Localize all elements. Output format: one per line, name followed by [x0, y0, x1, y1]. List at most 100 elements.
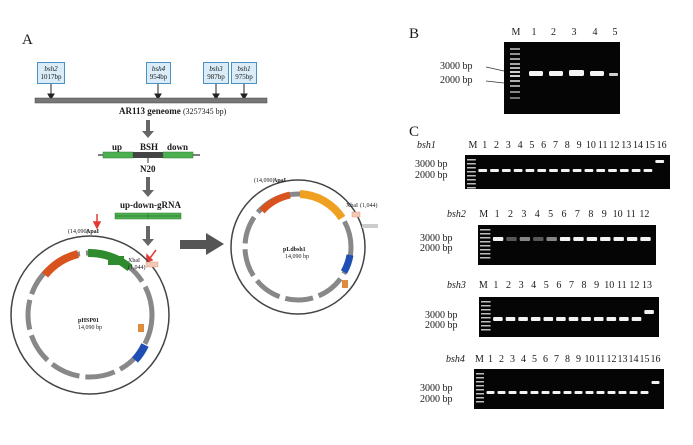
- lane-label: 2: [505, 280, 511, 291]
- construct-up-label: up: [112, 142, 123, 152]
- lane-label: 10: [604, 280, 615, 291]
- lane-label: 5: [543, 280, 549, 291]
- sample-band: [568, 317, 579, 321]
- construct-bsh-label: BSH: [140, 142, 159, 152]
- lane-label: 16: [650, 354, 661, 365]
- gel-c-title-bsh3: bsh3: [447, 280, 466, 291]
- lane-label: M: [478, 280, 488, 291]
- sample-band: [600, 237, 611, 241]
- sample-band: [549, 169, 558, 172]
- lane-label: 3: [518, 280, 524, 291]
- lane-label: 12: [609, 140, 620, 151]
- red-arrows: [92, 214, 157, 264]
- sample-band: [586, 237, 598, 241]
- lane-label: 1: [493, 280, 499, 291]
- sample-band: [493, 317, 503, 321]
- lane-label: 5: [548, 209, 554, 220]
- plasmid-right-name: pLdbsh1: [283, 247, 306, 253]
- lane-label: 14: [633, 140, 644, 151]
- gel-c-bsh1: [465, 155, 670, 189]
- ladder-band: [481, 317, 491, 319]
- lane-label: M: [468, 140, 478, 151]
- plasmid-right-site: ApaI: [273, 178, 287, 184]
- sample-band: [585, 391, 594, 394]
- ladder-band: [476, 381, 484, 383]
- lane-label: 1: [488, 354, 493, 365]
- plasmid-left-site2: XbaI: [128, 258, 140, 264]
- sample-band: [626, 237, 638, 241]
- marker-ladder: [476, 373, 484, 403]
- sample-band: [525, 169, 535, 172]
- construct-down-label: down: [167, 142, 189, 152]
- lane-label: 9: [594, 280, 600, 291]
- gel-c-title-bsh2: bsh2: [447, 209, 466, 220]
- sample-band: [563, 391, 572, 394]
- sample-band: [596, 391, 605, 394]
- lane-label: 5: [612, 27, 618, 38]
- lane-label: 9: [601, 209, 607, 220]
- gene-box-bsh2: bsh2 1017bp: [37, 62, 65, 84]
- marker-ladder: [480, 229, 491, 259]
- sample-band: [606, 317, 617, 321]
- gel-c-bsh1-marker-2000: 2000 bp: [415, 170, 448, 181]
- lane-label: 8: [581, 280, 587, 291]
- lane-label: 9: [576, 140, 582, 151]
- sample-band: [537, 169, 547, 172]
- lane-label: 4: [534, 209, 540, 220]
- lane-label: 11: [597, 140, 608, 151]
- sample-band: [518, 317, 528, 321]
- sample-band: [530, 391, 539, 394]
- lane-label: 11: [626, 209, 636, 220]
- flow-arrows: [142, 120, 154, 246]
- plasmid-right-site2: XbaI: [346, 203, 358, 209]
- sample-band: [629, 391, 638, 394]
- lane-label: 6: [541, 140, 547, 151]
- ladder-band: [476, 385, 484, 387]
- ladder-band: [481, 329, 491, 331]
- ladder-band: [467, 183, 476, 185]
- sample-band: [497, 391, 506, 394]
- sample-band: [640, 237, 651, 241]
- ladder-band: [467, 187, 476, 189]
- sample-band: [519, 391, 528, 394]
- sample-band: [574, 391, 583, 394]
- lane-label: 7: [568, 280, 574, 291]
- gene-box-bsh3: bsh3 987bp: [203, 62, 229, 84]
- lane-label: 11: [595, 354, 606, 365]
- plasmid-left-site: ApaI: [86, 229, 100, 235]
- plasmid-left-name: pHSP01: [78, 318, 100, 324]
- sample-band: [506, 237, 517, 241]
- ladder-band: [481, 321, 491, 323]
- lane-label: 9: [576, 354, 581, 365]
- panel-label-b: B: [409, 26, 420, 42]
- genome-name: AR113 geneome: [119, 106, 181, 116]
- gene-name: bsh4: [151, 65, 166, 73]
- sample-band: [596, 169, 606, 172]
- ladder-band: [481, 305, 491, 307]
- panel-a-diagram: [10, 84, 378, 395]
- gel-c-title-bsh4: bsh4: [446, 354, 465, 365]
- sample-band: [631, 169, 641, 172]
- lane-label: 2: [551, 27, 556, 38]
- lane-label: 15: [644, 140, 655, 151]
- lane-label: 15: [639, 354, 650, 365]
- plasmid-right: [230, 179, 378, 315]
- gel-b: [504, 42, 620, 114]
- lane-label: 4: [521, 354, 526, 365]
- ladder-band: [481, 301, 491, 303]
- sample-band: [552, 391, 561, 394]
- ladder-band: [480, 229, 491, 231]
- gel-b-marker-2000: 2000 bp: [440, 75, 473, 86]
- lane-label: 1: [494, 209, 500, 220]
- sample-band: [631, 317, 642, 321]
- lane-label: 1: [482, 140, 488, 151]
- sample-band: [593, 317, 604, 321]
- lane-label: 12: [606, 354, 617, 365]
- gene-size: 987bp: [207, 73, 225, 81]
- sample-band: [655, 160, 665, 163]
- lane-label: 11: [617, 280, 627, 291]
- sample-band: [492, 237, 504, 241]
- plasmid-left: [10, 235, 170, 395]
- lane-label: 6: [543, 354, 548, 365]
